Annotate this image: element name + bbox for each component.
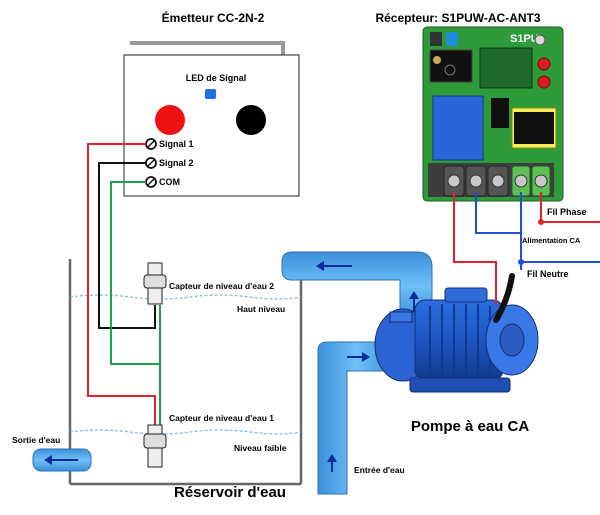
sensor-2-label: Capteur de niveau d'eau 2 [169, 281, 274, 291]
water-pump [374, 287, 539, 393]
supply-label: Alimentation CA [522, 236, 581, 245]
receiver-title: Récepteur: S1PUW-AC-ANT3 [375, 11, 540, 25]
terminal-signal-1-label: Signal 1 [159, 139, 194, 149]
terminal-signal-1: Signal 1 [145, 138, 194, 150]
terminal-signal-2: Signal 2 [145, 157, 194, 169]
terminal-com-label: COM [159, 177, 180, 187]
terminal-signal-2-label: Signal 2 [159, 158, 194, 168]
transmitter-box [123, 54, 300, 197]
inlet-label: Entrée d'eau [354, 465, 405, 475]
water-tank [68, 259, 303, 486]
receiver-terminals [443, 165, 551, 197]
phase-label: Fil Phase [547, 207, 587, 217]
high-level-label: Haut niveau [237, 304, 285, 314]
red-button[interactable] [155, 105, 185, 135]
transmitter-title: Émetteur CC-2N-2 [162, 10, 265, 25]
outlet-label: Sortie d'eau [12, 435, 60, 445]
pump-title: Pompe à eau CA [411, 418, 530, 435]
side-print: www.carymart.com [412, 103, 419, 159]
signal-led [205, 89, 216, 99]
transmitter-antenna [130, 41, 285, 55]
float-sensor-1 [143, 424, 167, 468]
neutral-junction [518, 259, 524, 265]
float-sensor-2 [143, 262, 167, 305]
pump-cable [493, 273, 515, 323]
sensor-1-label: Capteur de niveau d'eau 1 [169, 413, 274, 423]
tank-title: Réservoir d'eau [174, 484, 286, 501]
low-level-label: Niveau faible [234, 443, 287, 453]
outlet-pipe [32, 448, 92, 472]
discharge-pipe [281, 251, 433, 321]
transmitter-wires [87, 143, 161, 425]
terminal-com: COM [145, 176, 180, 188]
black-button[interactable] [236, 105, 266, 135]
neutral-label: Fil Neutre [527, 269, 569, 279]
inlet-pipe [317, 341, 396, 495]
phase-junction [538, 219, 544, 225]
led-label: LED de Signal [186, 73, 247, 83]
board-print: S1PU [510, 33, 539, 45]
